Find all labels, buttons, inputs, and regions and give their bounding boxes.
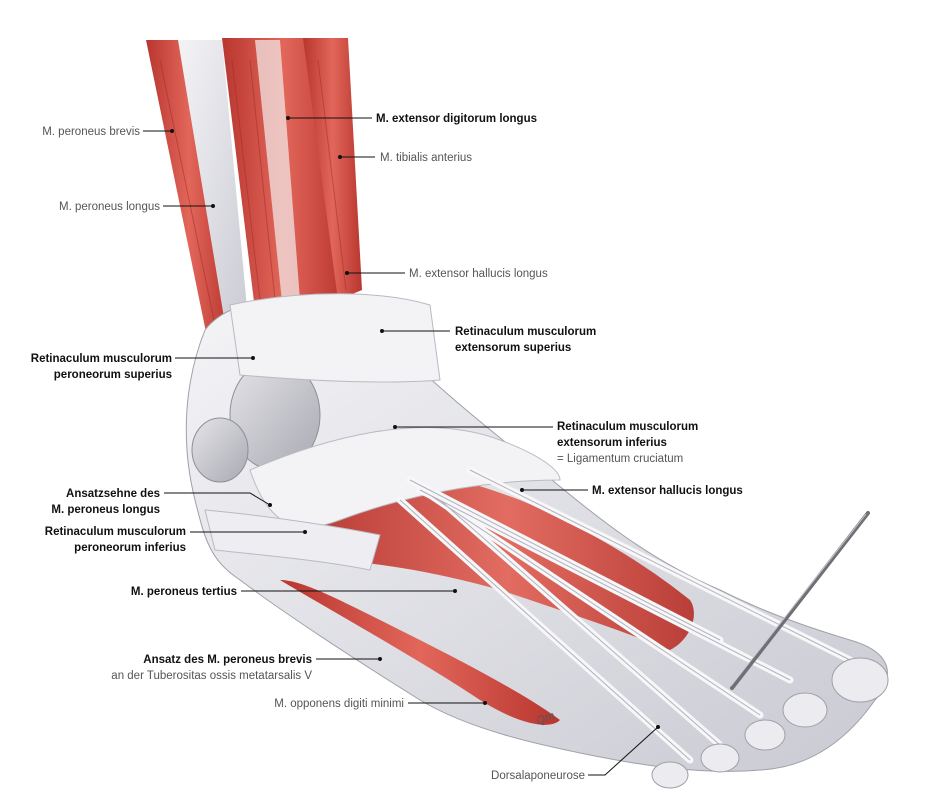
toe-4 — [700, 743, 740, 773]
calcaneus-bone — [191, 417, 249, 483]
label-ansatz-brevis-2: an der Tuberositas ossis metatarsalis V — [111, 670, 312, 682]
label-extensor-hallucis-longus-lower: M. extensor hallucis longus — [592, 485, 743, 497]
label-peroneus-brevis: M. peroneus brevis — [42, 126, 140, 138]
tibialis-anterior-muscle — [303, 38, 362, 300]
probe-needle-highlight — [730, 513, 867, 687]
label-ret-per-sup-1: Retinaculum musculorum — [31, 353, 172, 365]
muscle-texture — [159, 59, 347, 321]
peroneus-longus-tendon — [178, 40, 250, 342]
label-extensor-hallucis-longus-upper: M. extensor hallucis longus — [409, 268, 548, 280]
label-dorsalaponeurose: Dorsalaponeurose — [491, 770, 585, 782]
label-ret-per-inf-2: peroneorum inferius — [74, 542, 186, 554]
label-peroneus-longus: M. peroneus longus — [59, 201, 160, 213]
opponens-muscle — [280, 580, 560, 725]
label-ret-per-sup-2: peroneorum superius — [54, 369, 172, 381]
leg-muscles — [146, 38, 362, 342]
label-ansatzsehne-2: M. peroneus longus — [51, 504, 160, 516]
toe-tendons-shade — [399, 469, 871, 761]
label-ret-ext-sup-2: extensorum superius — [455, 342, 571, 354]
label-ret-ext-sup-1: Retinaculum musculorum — [455, 326, 596, 338]
label-ret-ext-inf-1: Retinaculum musculorum — [557, 421, 698, 433]
foot-body — [185, 293, 889, 789]
label-ret-ext-inf-2: extensorum inferius — [557, 437, 667, 449]
label-ansatzsehne-1: Ansatzsehne des — [66, 488, 160, 500]
inferior-peroneal-retinaculum — [204, 509, 381, 571]
toe-2 — [782, 692, 828, 728]
toe-3 — [744, 719, 786, 751]
label-extensor-digitorum-longus: M. extensor digitorum longus — [376, 113, 537, 125]
leader-lines — [143, 116, 660, 776]
probe-needle — [730, 511, 870, 690]
toe-1 — [831, 657, 889, 703]
label-peroneus-tertius: M. peroneus tertius — [131, 586, 237, 598]
label-opponens: M. opponens digiti minimi — [274, 698, 404, 710]
superior-extensor-retinaculum — [229, 293, 441, 383]
extensor-digitorum-tendon — [255, 40, 300, 302]
toe-5 — [651, 761, 689, 789]
label-ansatz-brevis-1: Ansatz des M. peroneus brevis — [143, 654, 312, 666]
peroneus-brevis-muscle — [146, 40, 232, 342]
label-ret-ext-inf-3: = Ligamentum cruciatum — [557, 453, 683, 465]
label-ret-per-inf-1: Retinaculum musculorum — [45, 526, 186, 538]
label-tibialis-anterior: M. tibialis anterius — [380, 152, 472, 164]
